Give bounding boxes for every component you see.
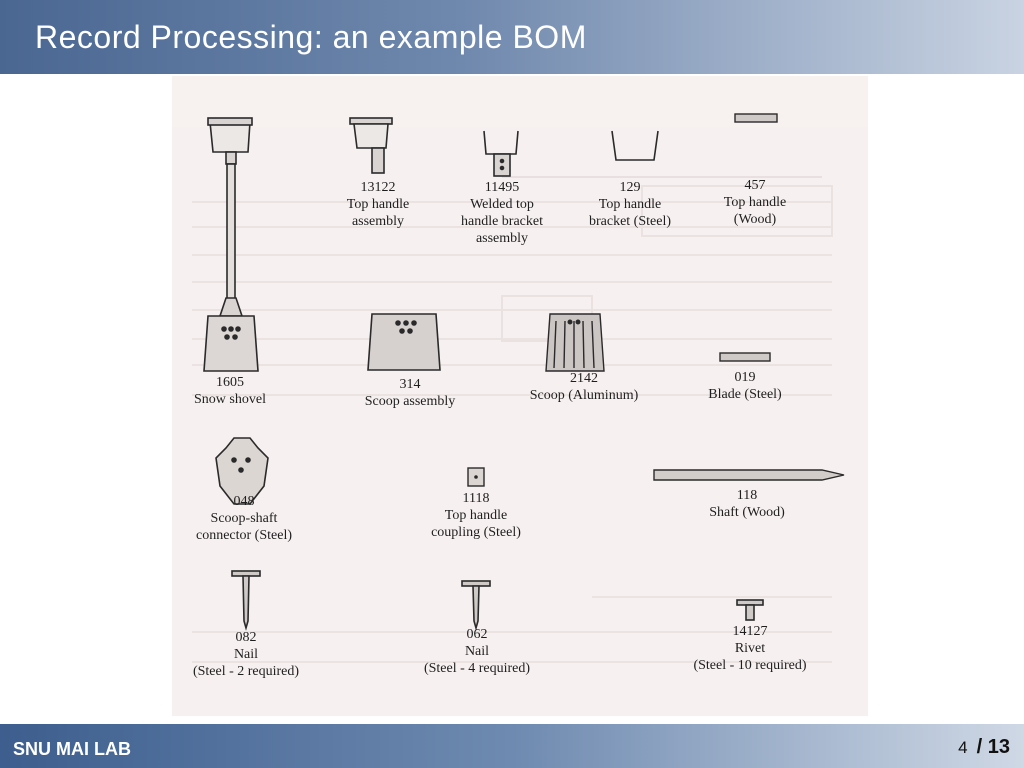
part-number: 1605 (216, 375, 244, 390)
part-description: Welded top (470, 197, 534, 212)
part-number: 048 (234, 494, 255, 509)
bracket-steel-drawing (611, 130, 659, 161)
part-number: 457 (745, 178, 766, 193)
scoop-assembly-drawing (367, 313, 441, 371)
part-description: Nail (465, 644, 489, 659)
part-number: 019 (735, 370, 756, 385)
shaft-wood-drawing (653, 469, 845, 481)
part-number: 14127 (733, 624, 768, 639)
blade-steel-drawing (719, 352, 771, 362)
part-description: (Steel - 4 required) (424, 661, 530, 676)
part-description: assembly (352, 214, 404, 229)
part-description: Top handle (445, 508, 507, 523)
current-page: 4 (958, 738, 968, 757)
part-description: Top handle (347, 197, 409, 212)
rivet-drawing (736, 599, 764, 621)
snow-shovel-drawing (203, 117, 259, 372)
slide-header: Record Processing: an example BOM (0, 0, 1024, 74)
wood-handle-drawing (734, 113, 778, 123)
top-handle-coupling-drawing (467, 467, 485, 487)
part-description: Shaft (Wood) (709, 505, 785, 520)
part-number: 1118 (463, 491, 490, 506)
part-description: Blade (Steel) (708, 387, 782, 402)
top-handle-assembly-drawing (349, 117, 393, 174)
part-number: 314 (400, 377, 421, 392)
part-description: connector (Steel) (196, 528, 292, 543)
nail-062-drawing (461, 580, 491, 631)
part-description: Top handle (724, 195, 786, 210)
part-number: 11495 (485, 180, 519, 195)
part-description: Scoop assembly (365, 394, 456, 409)
scoop-aluminum-drawing (545, 313, 605, 372)
part-description: assembly (476, 231, 528, 246)
part-number: 129 (620, 180, 641, 195)
part-description: bracket (Steel) (589, 214, 671, 229)
part-description: Rivet (735, 641, 765, 656)
part-description: Scoop-shaft (211, 511, 278, 526)
total-pages: / 13 (976, 736, 1010, 758)
bleed-through-texture (172, 76, 868, 716)
part-description: (Steel - 2 required) (193, 664, 299, 679)
part-number: 2142 (570, 371, 598, 386)
part-number: 13122 (361, 180, 396, 195)
slide-title: Record Processing: an example BOM (35, 19, 587, 55)
part-number: 062 (467, 627, 488, 642)
welded-bracket-drawing (483, 130, 519, 177)
part-description: handle bracket (461, 214, 543, 229)
nail-082-drawing (231, 570, 261, 631)
part-description: Nail (234, 647, 258, 662)
page-indicator: 4 / 13 (958, 736, 1010, 759)
part-description: Snow shovel (194, 392, 266, 407)
part-description: (Wood) (734, 212, 777, 227)
part-description: coupling (Steel) (431, 525, 521, 540)
part-number: 082 (236, 630, 257, 645)
part-description: Scoop (Aluminum) (530, 388, 639, 403)
scoop-shaft-connector-drawing (215, 437, 269, 505)
slide-footer: SNU MAI LAB 4 / 13 (0, 724, 1024, 768)
lab-name: SNU MAI LAB (13, 739, 131, 759)
part-number: 118 (737, 488, 757, 503)
part-description: (Steel - 10 required) (693, 658, 806, 673)
part-description: Top handle (599, 197, 661, 212)
